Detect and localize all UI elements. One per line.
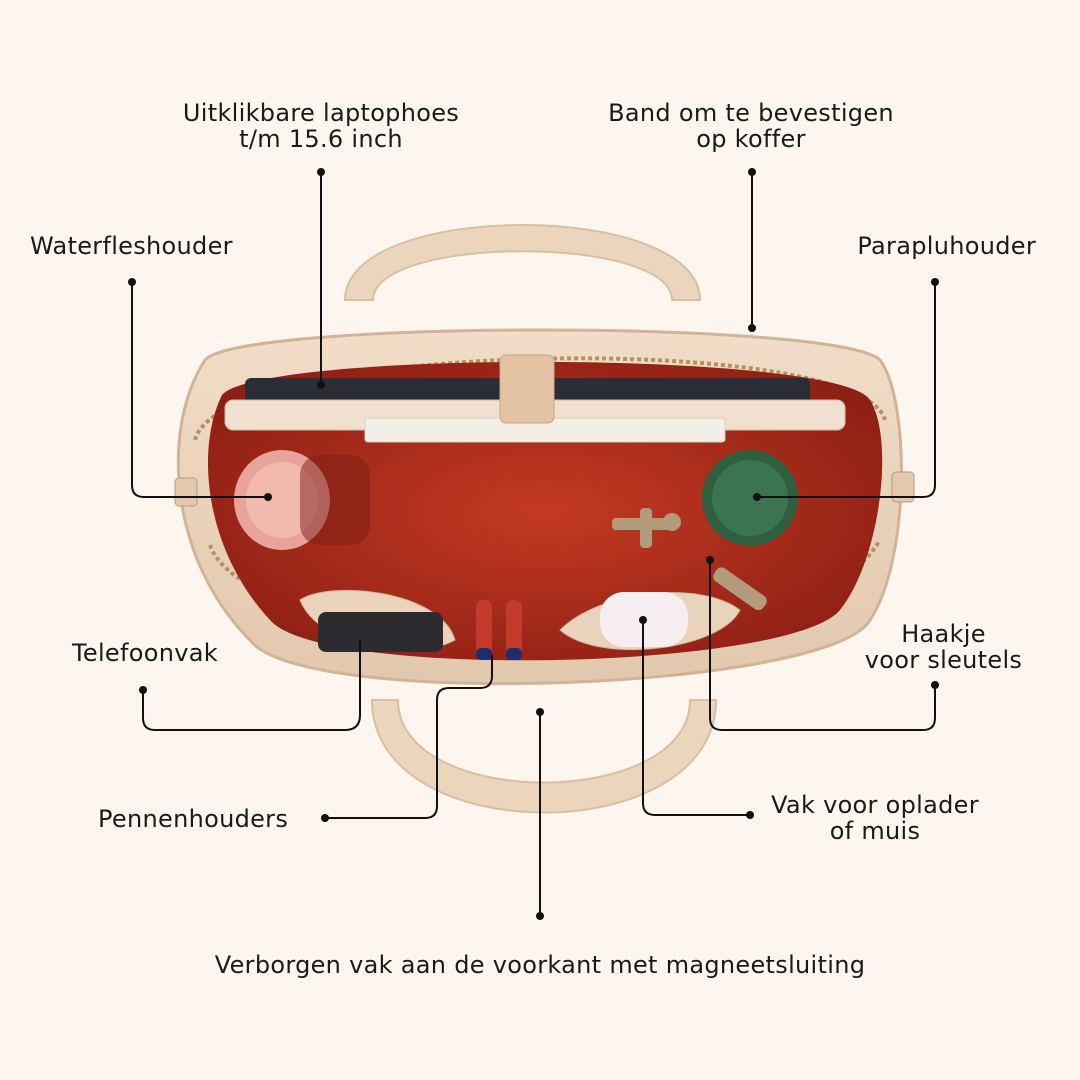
leader-water-bottle <box>131 282 268 498</box>
label-charger: Vak voor oplader of muis <box>771 791 979 845</box>
keys <box>612 508 767 611</box>
strap-tab <box>499 354 555 424</box>
label-phone: Telefoonvak <box>72 639 218 667</box>
pen-1 <box>476 600 492 658</box>
label-key-hook: Haakje voor sleutels <box>864 620 1023 674</box>
label-laptop-sleeve: Uitklikbare laptophoes t/m 15.6 inch <box>182 99 460 153</box>
right-buckle <box>891 471 915 503</box>
pen-2 <box>506 600 522 658</box>
leader-phone <box>142 640 361 731</box>
bottom-handle <box>370 699 718 814</box>
leader-pens <box>325 655 493 819</box>
left-buckle <box>174 477 198 507</box>
label-suitcase-strap: Band om te bevestigen op koffer <box>608 99 894 153</box>
label-pens: Pennenhouders <box>98 805 289 833</box>
label-hidden-pocket: Verborgen vak aan de voorkant met magnee… <box>214 951 866 979</box>
leader-umbrella <box>757 282 936 498</box>
label-water-bottle: Waterfleshouder <box>30 232 233 260</box>
phone <box>318 612 443 652</box>
label-umbrella: Parapluhouder <box>857 232 1036 260</box>
leader-key-hook <box>709 560 936 731</box>
leader-charger <box>642 620 750 816</box>
top-handle <box>343 224 702 301</box>
